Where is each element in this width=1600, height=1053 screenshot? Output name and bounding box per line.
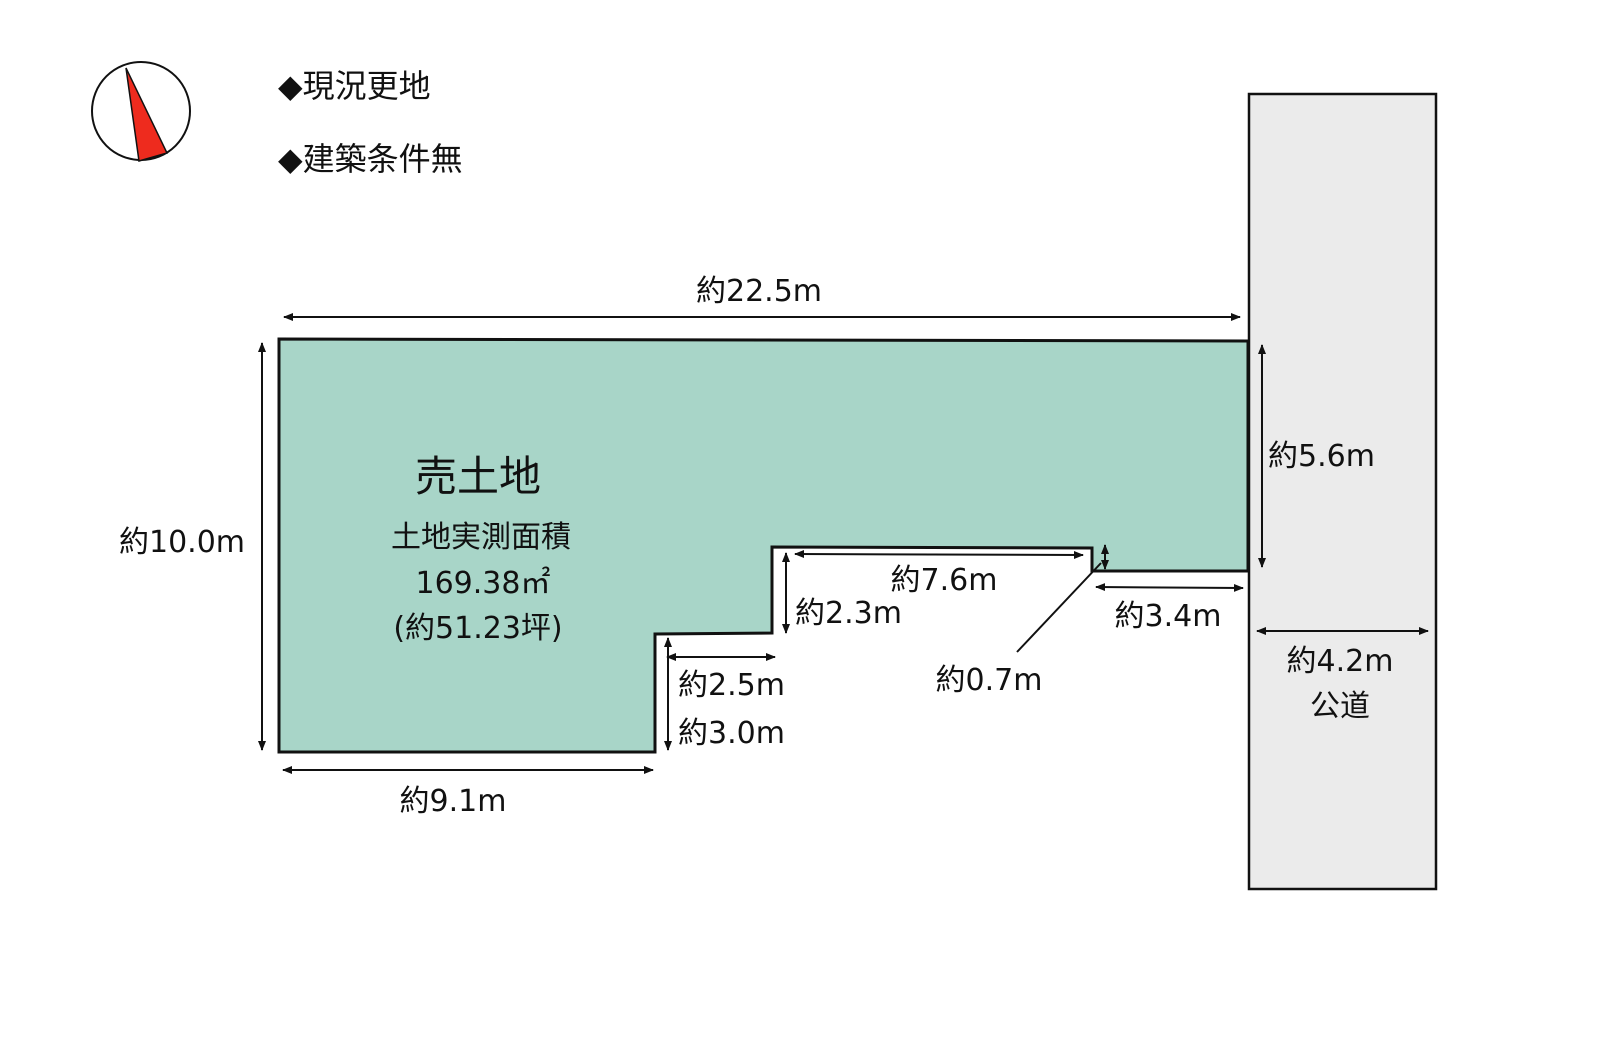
road-label: 公道 bbox=[1310, 689, 1370, 724]
dim-label-step1-height: 約3.0m bbox=[678, 716, 785, 751]
dim-label-step2-width: 約7.6m bbox=[891, 563, 998, 598]
dim-label-notch: 約0.7m bbox=[936, 663, 1043, 698]
area-label: 土地実測面積 bbox=[391, 520, 571, 555]
dim-label-bottom: 約9.1m bbox=[400, 784, 507, 819]
area-tsubo: (約51.23坪) bbox=[393, 611, 562, 646]
note-no-building-conditions: ◆建築条件無 bbox=[278, 140, 463, 178]
dimension-line-step2-width bbox=[794, 550, 1084, 559]
land-lot bbox=[277, 337, 1250, 754]
area-sqm: 169.38㎡ bbox=[416, 566, 551, 601]
dim-label-top: 約22.5m bbox=[696, 274, 822, 309]
public-road bbox=[1247, 92, 1438, 891]
dim-label-step1-width: 約2.5m bbox=[678, 668, 785, 703]
dim-label-right: 約5.6m bbox=[1268, 439, 1375, 474]
lot-title: 売土地 bbox=[415, 452, 541, 501]
note-vacant-land: ◆現況更地 bbox=[278, 67, 431, 105]
dim-label-left: 約10.0m bbox=[119, 525, 245, 560]
north-compass-icon bbox=[91, 61, 191, 162]
dim-label-road-width: 約4.2m bbox=[1287, 644, 1394, 679]
dim-label-right-step: 約3.4m bbox=[1115, 599, 1222, 634]
dimension-line-right-step bbox=[1095, 583, 1244, 592]
dim-label-step2-height: 約2.3m bbox=[795, 596, 902, 631]
notch-leader-line bbox=[1016, 562, 1102, 653]
